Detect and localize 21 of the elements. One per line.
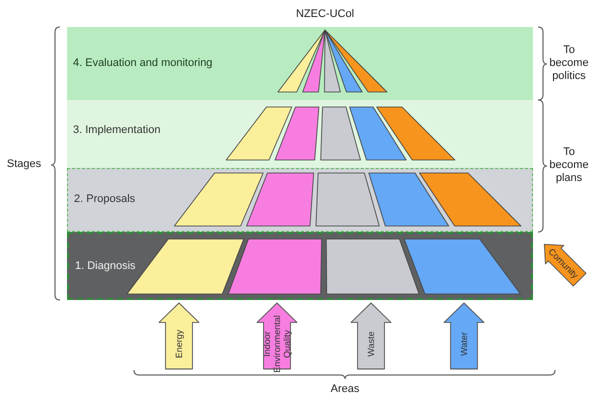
- area-label: Water: [458, 331, 470, 358]
- bracket-label: Areas: [330, 383, 360, 396]
- bracket-label: To become politics: [548, 44, 590, 83]
- area-label: Energy: [173, 328, 185, 360]
- stage-band: [67, 100, 533, 168]
- stage-band: [67, 232, 533, 300]
- bracket-label: To become plans: [548, 146, 590, 185]
- bracket-label: Stages: [6, 158, 42, 171]
- block-arrow: [443, 302, 485, 370]
- block-arrow: [350, 302, 392, 370]
- stage-label: 2. Proposals: [74, 193, 136, 205]
- title-label: NZEC-UCol: [294, 8, 356, 21]
- area-label: Indoor Environmental Quality: [261, 314, 293, 375]
- stage-label: 1. Diagnosis: [75, 260, 136, 272]
- block-arrow: [158, 302, 200, 370]
- stage-label: 3. Implementation: [73, 124, 160, 136]
- stage-band: [67, 27, 533, 100]
- stage-label: 4. Evaluation and monitoring: [73, 57, 212, 69]
- area-label: Waste: [365, 330, 377, 359]
- stage-band: [67, 168, 533, 232]
- block-arrow: [256, 302, 298, 370]
